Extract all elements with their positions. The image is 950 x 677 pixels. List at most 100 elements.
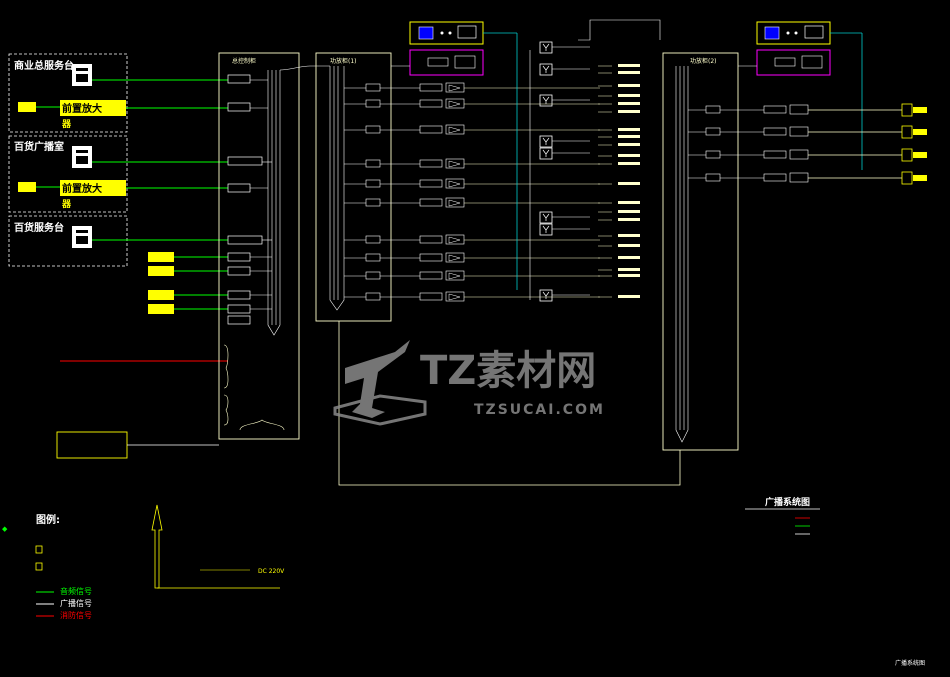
- amp1-input: [365, 159, 381, 168]
- cabinet-interconnect: [338, 321, 681, 486]
- speaker-label-mark: [913, 107, 927, 113]
- zone-label-mark: [618, 201, 640, 204]
- zone-label-mark: [618, 218, 640, 221]
- amp1-module: [419, 198, 443, 207]
- top-control-panel-2: [738, 21, 863, 170]
- amplifier-triangle: [448, 254, 461, 262]
- y-splitter-icon: [539, 94, 553, 107]
- preamp-label-2b: 器: [61, 199, 72, 210]
- right-speakers: [808, 103, 927, 185]
- zone-label-mark: [618, 94, 640, 97]
- amplifier-triangle: [448, 272, 461, 280]
- zone-label-mark: [618, 210, 640, 213]
- room-commercial-desk: [8, 53, 128, 133]
- amp1-input: [365, 125, 381, 134]
- amp2-module: [763, 127, 787, 136]
- speaker-icon: [901, 125, 913, 139]
- preamp-label-2: 前置放大: [62, 182, 102, 195]
- amp1-input: [365, 235, 381, 244]
- zone-lines: [598, 64, 640, 298]
- amp-cabinet-1: 功放柜(1): [315, 52, 600, 322]
- top-control-panel-1: [391, 21, 518, 290]
- zone-label-mark: [618, 84, 640, 87]
- room-dept-service-title: 百货服务台: [14, 221, 64, 234]
- y-splitter-glyph: [542, 43, 550, 51]
- legend-fire: 消防信号: [60, 610, 92, 620]
- zone-label-mark: [618, 295, 640, 298]
- amp1-module: [419, 83, 443, 92]
- amplifier-icon: [789, 104, 809, 115]
- preamp-label-1: 前置放大: [62, 102, 102, 115]
- y-splitter-glyph: [542, 291, 550, 299]
- amplifier-icon: [789, 149, 809, 160]
- zone-label-mark: [618, 143, 640, 146]
- zone-label-mark: [618, 64, 640, 67]
- watermark-url: TZSUCAI.COM: [474, 402, 605, 418]
- zone-label-mark: [618, 71, 640, 74]
- amp1-input: [365, 292, 381, 301]
- mixer-detail: [76, 156, 88, 164]
- y-splitter-glyph: [542, 149, 550, 157]
- aux-source-boxes: [148, 252, 174, 314]
- main-control-cabinet: 总控制柜: [218, 52, 330, 440]
- zone-label-mark: [618, 162, 640, 165]
- zone-label-mark: [618, 274, 640, 277]
- amplifier-icon: [445, 82, 465, 93]
- amplifier-triangle: [448, 199, 461, 207]
- room-commercial-desk-title: 商业总服务台: [14, 59, 74, 72]
- amp1-input: [365, 253, 381, 262]
- fire-bus-top: [578, 19, 661, 41]
- ceiling-speaker-icon: [35, 562, 43, 571]
- amplifier-triangle: [448, 160, 461, 168]
- mixer-detail: [76, 68, 88, 71]
- amplifier-triangle: [448, 293, 461, 301]
- amplifier-icon: [445, 98, 465, 109]
- amp2-input: [705, 127, 721, 136]
- zone-label-mark: [618, 102, 640, 105]
- mic-box-1: [18, 102, 36, 112]
- y-splitter-icon: [539, 41, 553, 54]
- fire-controller-box: [56, 431, 128, 459]
- y-splitter-icon: [539, 63, 553, 76]
- amplifier-triangle: [448, 100, 461, 108]
- sheet-label: 广播系统图: [895, 659, 925, 667]
- mixer-detail: [76, 74, 88, 82]
- y-splitter-icon: [539, 147, 553, 160]
- preamp-box-1: [60, 100, 126, 116]
- amp1-input: [365, 179, 381, 188]
- arrow-up-icon: [151, 504, 163, 589]
- amp2-input: [705, 105, 721, 114]
- amp-cabinet-2-title: 功放柜(2): [690, 57, 717, 65]
- amplifier-icon: [789, 172, 809, 183]
- room-dept-broadcast-title: 百货广播室: [14, 140, 64, 153]
- zone-label-mark: [618, 154, 640, 157]
- amp2-input: [705, 173, 721, 182]
- audio-input-lines: [36, 79, 228, 310]
- y-splitter-icon: [539, 211, 553, 224]
- watermark-brand: TZ素材网: [420, 348, 596, 394]
- amp1-input: [365, 83, 381, 92]
- speaker-icon: [901, 171, 913, 185]
- amp2-module: [763, 150, 787, 159]
- amplifier-icon: [445, 124, 465, 135]
- amplifier-icon: [445, 158, 465, 169]
- room-dept-service: [8, 215, 128, 267]
- legend-broadcast: 广播信号: [60, 598, 92, 608]
- power-supply: DC 220V: [151, 504, 285, 589]
- y-splitter-glyph: [542, 213, 550, 221]
- amplifier-triangle: [448, 126, 461, 134]
- speaker-label-mark: [913, 152, 927, 158]
- legend-audio: 音频信号: [60, 586, 92, 596]
- mixer-detail: [76, 150, 88, 153]
- zone-label-mark: [618, 244, 640, 247]
- logo-icon: [333, 340, 427, 426]
- zone-label-mark: [618, 182, 640, 185]
- amp2-module: [763, 173, 787, 182]
- amp1-module: [419, 253, 443, 262]
- amplifier-icon: [445, 252, 465, 263]
- y-splitter-icon: [539, 289, 553, 302]
- amplifier-icon: [789, 126, 809, 137]
- y-splitter-glyph: [542, 65, 550, 73]
- y-splitter-icon: [539, 223, 553, 236]
